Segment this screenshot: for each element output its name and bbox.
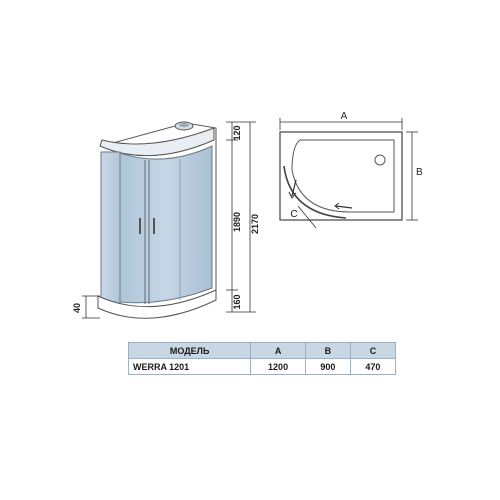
spec-table: МОДЕЛЬ A B C WERRA 1201 1200 900 470 [127, 342, 397, 375]
plan-label-a: A [341, 111, 348, 122]
cabin-view [97, 121, 217, 319]
spec-header-model: МОДЕЛЬ [127, 342, 252, 359]
spec-header-a: A [250, 342, 306, 359]
plan-drain [374, 154, 386, 166]
cabin-top-cap [99, 127, 215, 157]
dim-top-height: 120 [232, 125, 242, 140]
plan-label-b: B [416, 167, 423, 178]
spec-cell-c: 470 [349, 358, 397, 375]
cabin-tray [97, 289, 217, 319]
spec-header-c: C [349, 342, 397, 359]
dim-total-height: 2170 [250, 214, 260, 234]
shower-cabin-drawing: 120 1890 160 2170 40 A B C [72, 111, 423, 319]
spec-header-b: B [304, 342, 351, 359]
cabin-side-panel [100, 151, 121, 305]
table-row: WERRA 1201 1200 900 470 [127, 358, 397, 375]
plan-label-c: C [290, 209, 297, 220]
spec-cell-model: WERRA 1201 [127, 358, 252, 375]
dim-base-height: 40 [72, 303, 82, 313]
cabin-back-wall [101, 122, 217, 296]
plan-view [279, 131, 403, 221]
spec-table-header-row: МОДЕЛЬ A B C [127, 342, 397, 359]
plan-curved-front [283, 165, 347, 219]
door-handle-right [153, 218, 155, 234]
height-dimensions [82, 121, 256, 319]
cabin-front-glass [119, 145, 213, 304]
dim-tray-height: 160 [232, 294, 242, 309]
dim-cabin-height: 1890 [232, 212, 242, 232]
spec-cell-a: 1200 [250, 358, 306, 375]
door-handle-left [139, 218, 141, 234]
spec-cell-b: 900 [304, 358, 351, 375]
plan-dimensions [279, 118, 418, 229]
